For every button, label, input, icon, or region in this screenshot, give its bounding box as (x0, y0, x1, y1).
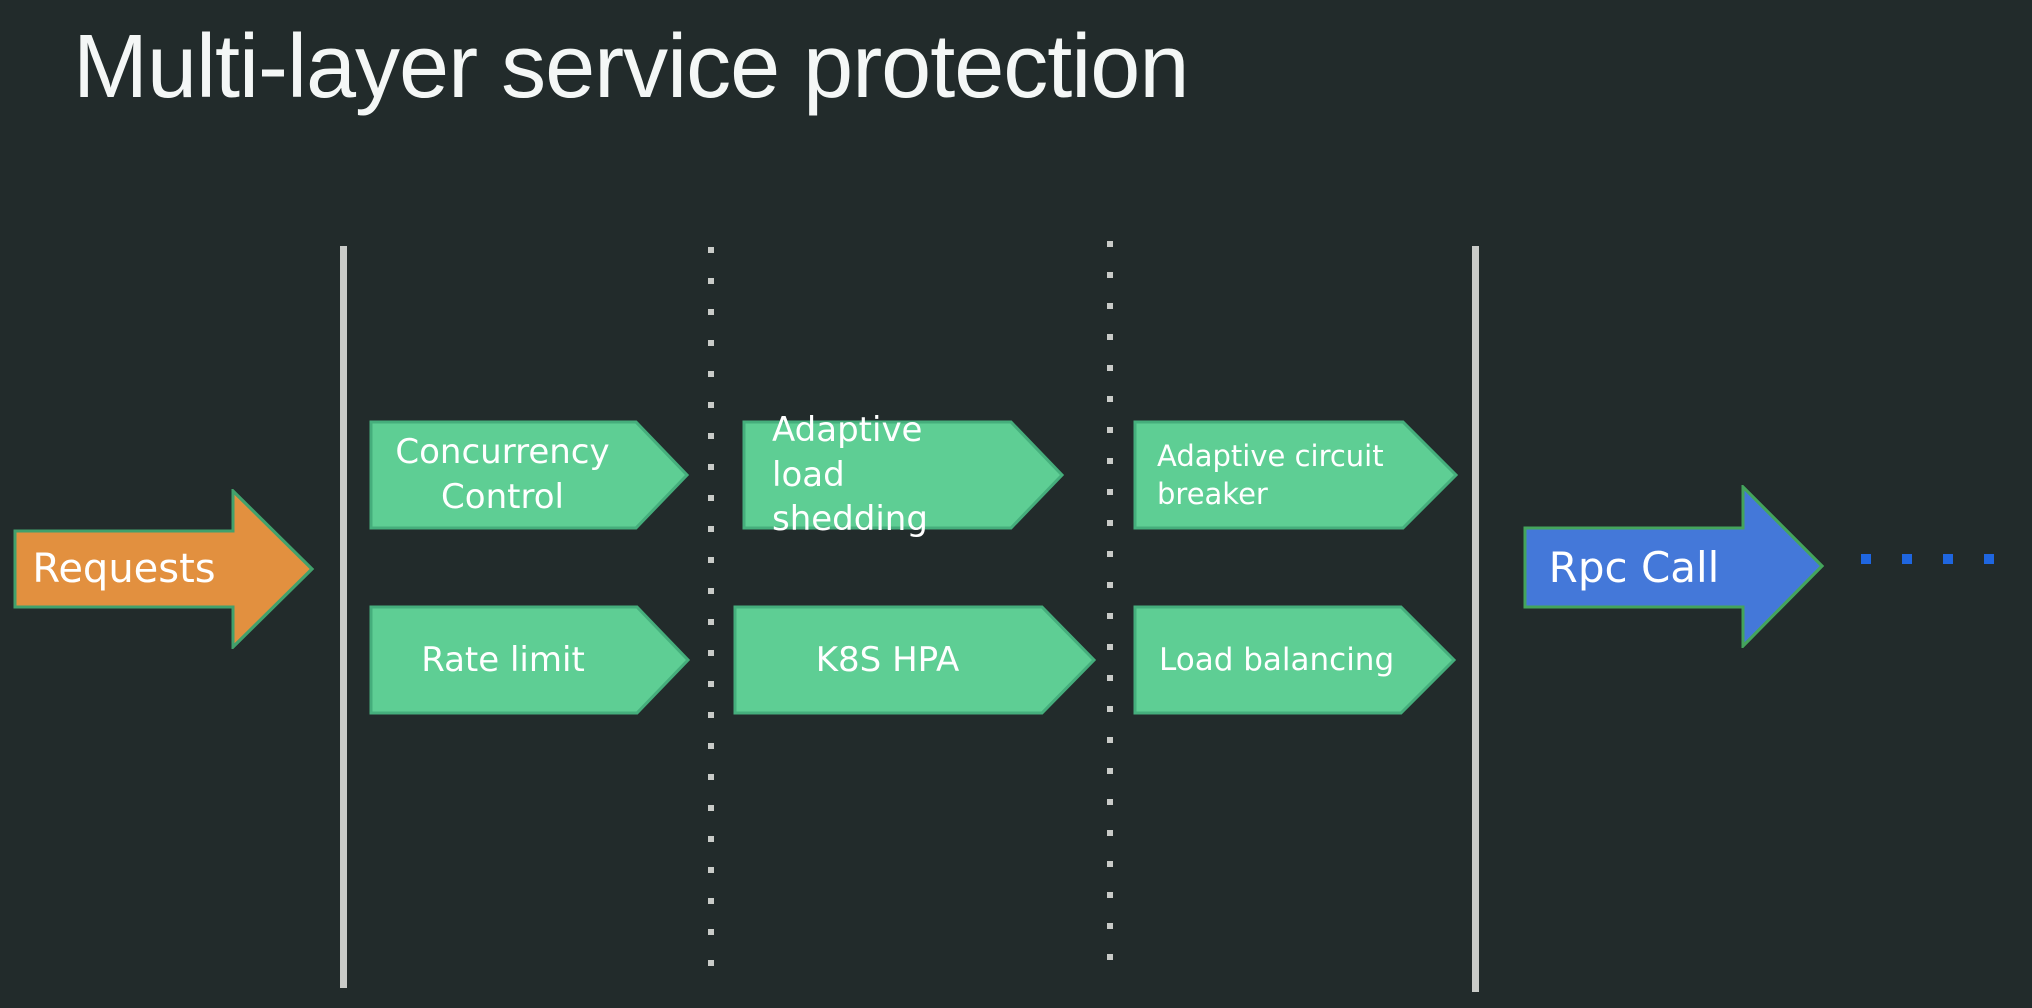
lane-divider-dotted-left (708, 247, 714, 967)
chevron-arrow-icon (369, 605, 690, 715)
lane-divider-solid-left (340, 246, 347, 988)
page-title: Multi-layer service protection (73, 17, 1189, 117)
chevron-shape (733, 605, 1096, 715)
rpc-call-arrow-label: Rpc Call (1548, 542, 1720, 592)
layer-arrow-adaptive-load-shedding: Adaptive load shedding (742, 409, 1064, 540)
layer-label: Concurrency Control (395, 432, 610, 517)
dot-icon (1902, 554, 1912, 564)
dot-icon (1861, 554, 1871, 564)
chevron-arrow-icon (733, 605, 1096, 715)
layer-arrow-adaptive-circuit-breaker: Adaptive circuit breaker (1133, 420, 1458, 530)
right-arrow-icon (1523, 485, 1825, 648)
requests-arrow: Requests (13, 489, 315, 649)
layer-arrow-k8s-hpa: K8S HPA (733, 605, 1096, 715)
requests-arrow-label: Requests (32, 545, 216, 592)
layer-arrow-concurrency-control: Concurrency Control (369, 420, 689, 530)
chevron-shape (369, 605, 690, 715)
requests-arrow-outline (13, 489, 315, 649)
rpc-call-arrow: Rpc Call (1523, 485, 1825, 648)
dot-icon (1984, 554, 1994, 564)
chevron-arrow-icon (369, 420, 689, 530)
chevron-shape (369, 420, 689, 530)
layer-label: Adaptive circuit breaker (1157, 438, 1384, 511)
chevron-shape (1133, 605, 1456, 715)
layer-label: Load balancing (1159, 641, 1395, 678)
chevron-arrow-icon (1133, 420, 1458, 530)
right-arrow-icon (13, 489, 315, 649)
layer-arrow-load-balancing: Load balancing (1133, 605, 1456, 715)
chevron-shape (1133, 420, 1458, 530)
chevron-arrow-icon (742, 420, 1064, 530)
lane-divider-dotted-right (1107, 241, 1113, 967)
chevron-shape (742, 420, 1064, 530)
rpc-arrow-outline (1523, 485, 1825, 648)
layer-arrow-rate-limit: Rate limit (369, 605, 690, 715)
layer-label: Rate limit (421, 639, 585, 680)
dot-icon (1943, 554, 1953, 564)
layer-label: Adaptive load shedding (772, 409, 928, 540)
layer-label: K8S HPA (815, 639, 960, 680)
continuation-dots (1861, 554, 1994, 564)
chevron-arrow-icon (1133, 605, 1456, 715)
lane-divider-solid-right (1472, 246, 1479, 992)
